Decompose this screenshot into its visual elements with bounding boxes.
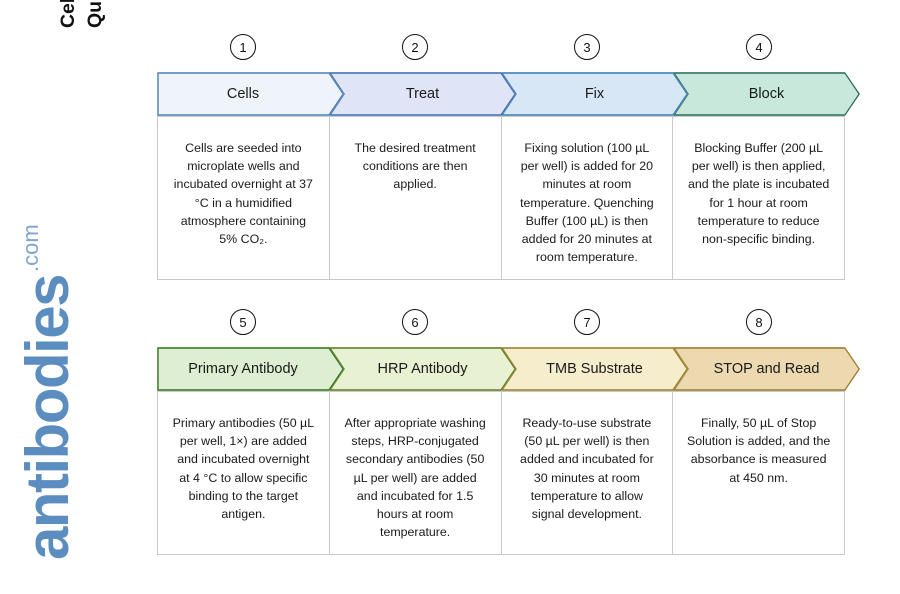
step-description-text: Blocking Buffer (200 µL per well) is the… [688,141,830,247]
step-number-text: 5 [239,314,247,330]
step-description-panel-6: After appropriate washing steps, HRP-con… [329,391,502,555]
chevron-strip-2: Primary Antibody HRP Antibody TMB Substrat… [157,347,845,391]
step-description-text: Fixing solution (100 µL per well) is add… [520,141,654,265]
step-number-badge-3: 3 [574,34,600,60]
step-description-panel-7: Ready-to-use substrate (50 µL per well) … [501,391,674,555]
chevron-outline [673,72,860,116]
step-description-text: Primary antibodies (50 µL per well, 1×) … [172,416,315,522]
chevron-outline [501,347,688,391]
step-number-text: 4 [755,39,763,55]
step-chevron-6[interactable]: HRP Antibody [329,347,516,391]
step-chevron-8[interactable]: STOP and Read [673,347,860,391]
step-label-4: Block [748,86,785,102]
step-chevron-1[interactable]: Cells [157,72,344,116]
step-description-panel-1: Cells are seeded into microplate wells a… [157,116,330,280]
step-description-panel-5: Primary antibodies (50 µL per well, 1×) … [157,391,330,555]
step-description-panel-8: Finally, 50 µL of Stop Solution is added… [673,391,845,555]
step-description-panel-2: The desired treatment conditions are the… [329,116,502,280]
step-chevron-3[interactable]: Fix [501,72,688,116]
logo-wordmark: antibodies [14,274,81,560]
step-number-text: 1 [239,39,247,55]
chevron-outline [329,72,516,116]
step-number-badge-4: 4 [746,34,772,60]
step-number-text: 3 [583,39,591,55]
step-chevron-7[interactable]: TMB Substrate [501,347,688,391]
step-number-text: 7 [583,314,591,330]
step-description-panel-4: Blocking Buffer (200 µL per well) is the… [673,116,845,280]
page-title-line-2: Quick Protocol [82,0,109,28]
step-description-text: Ready-to-use substrate (50 µL per well) … [520,416,654,522]
chevron-outline [501,72,688,116]
step-chevron-2[interactable]: Treat [329,72,516,116]
protocol-row-1: 1 2 3 4 Cells Treat Fix Block Cells are seeded… [157,34,845,280]
step-number-strip-2: 5 6 7 8 [157,309,845,347]
step-number-badge-6: 6 [402,309,428,335]
chevron-outline [673,347,860,391]
step-number-text: 2 [411,39,419,55]
step-description-text: Cells are seeded into microplate wells a… [173,141,313,247]
step-number-badge-7: 7 [574,309,600,335]
step-label-7: TMB Substrate [546,361,643,377]
page-title-line-1: Cell Based ELISA Kits [55,0,82,28]
step-description-text: After appropriate washing steps, HRP-con… [344,416,486,540]
description-panels-2: Primary antibodies (50 µL per well, 1×) … [157,391,845,555]
step-number-badge-2: 2 [402,34,428,60]
step-label-5: Primary Antibody [188,361,298,377]
page-title: Cell Based ELISA Kits Quick Protocol [55,0,111,28]
description-panels-1: Cells are seeded into microplate wells a… [157,116,845,280]
chevron-outline [157,347,344,391]
step-label-6: HRP Antibody [377,361,468,377]
step-label-3: Fix [584,86,605,102]
step-number-badge-8: 8 [746,309,772,335]
logo-tld: .com [18,224,43,272]
step-number-badge-1: 1 [230,34,256,60]
step-description-text: Finally, 50 µL of Stop Solution is added… [686,416,831,485]
antibodies-logo: antibodies .com [14,224,81,560]
step-label-1: Cells [226,86,260,102]
step-label-8: STOP and Read [713,361,820,377]
chevron-strip-1: Cells Treat Fix Block [157,72,845,116]
step-chevron-5[interactable]: Primary Antibody [157,347,344,391]
step-chevron-4[interactable]: Block [673,72,860,116]
step-number-strip-1: 1 2 3 4 [157,34,845,72]
step-number-text: 6 [411,314,419,330]
step-number-text: 8 [755,314,763,330]
step-number-badge-5: 5 [230,309,256,335]
step-description-panel-3: Fixing solution (100 µL per well) is add… [501,116,674,280]
step-description-text: The desired treatment conditions are the… [354,141,476,192]
protocol-row-2: 5 6 7 8 Primary Antibody HRP Antibody TMB Sub… [157,309,845,555]
step-label-2: Treat [405,86,440,102]
chevron-outline [157,72,344,116]
chevron-outline [329,347,516,391]
